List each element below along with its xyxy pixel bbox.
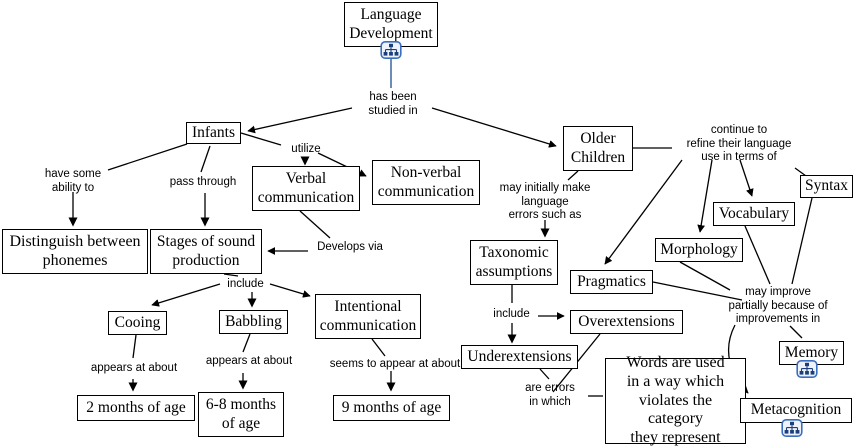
node-syntax[interactable]: Syntax bbox=[800, 175, 853, 198]
node-cooing[interactable]: Cooing bbox=[108, 311, 167, 335]
node-non-verbal-communication[interactable]: Non-verbal communication bbox=[372, 160, 480, 205]
link-label-appears-at-about-babbling: appears at about bbox=[205, 355, 293, 367]
node-babbling[interactable]: Babbling bbox=[219, 310, 288, 334]
node-older-children[interactable]: Older Children bbox=[563, 126, 633, 171]
link-label-appears-at-about-cooing: appears at about bbox=[90, 362, 178, 374]
node-stages-of-sound-production[interactable]: Stages of sound production bbox=[150, 229, 262, 274]
node-language-development[interactable]: Language Development bbox=[344, 2, 438, 47]
node-underextensions[interactable]: Underextensions bbox=[461, 345, 578, 369]
node-infants[interactable]: Infants bbox=[186, 122, 241, 144]
link-label-may-initially-make: may initially make language errors such … bbox=[499, 182, 591, 222]
tree-hierarchy-icon[interactable] bbox=[380, 41, 402, 59]
tree-hierarchy-icon[interactable] bbox=[796, 360, 818, 378]
node-metacognition[interactable]: Metacognition bbox=[740, 398, 852, 423]
node-intentional-communication[interactable]: Intentional communication bbox=[315, 294, 421, 339]
tree-hierarchy-icon[interactable] bbox=[781, 419, 803, 437]
node-verbal-communication[interactable]: Verbal communication bbox=[252, 166, 360, 211]
link-label-pass-through: pass through bbox=[169, 176, 237, 188]
node-words-used-violate-category[interactable]: Words are used in a way which violates t… bbox=[605, 354, 746, 446]
link-label-seems-to-appear-at-about: seems to appear at about bbox=[329, 358, 461, 370]
node-two-months-of-age[interactable]: 2 months of age bbox=[77, 395, 195, 421]
node-distinguish-between-phonemes[interactable]: Distinguish between phonemes bbox=[2, 229, 148, 274]
node-six-to-eight-months-of-age[interactable]: 6-8 months of age bbox=[198, 392, 284, 437]
node-morphology[interactable]: Morphology bbox=[655, 238, 743, 262]
link-label-utilize: utilize bbox=[291, 143, 321, 155]
node-vocabulary[interactable]: Vocabulary bbox=[713, 202, 795, 226]
link-label-has-been-studied-in: has been studied in bbox=[368, 91, 418, 117]
node-pragmatics[interactable]: Pragmatics bbox=[570, 270, 653, 294]
link-label-develops-via: Develops via bbox=[317, 241, 383, 253]
node-overextensions[interactable]: Overextensions bbox=[570, 310, 683, 334]
link-label-have-some-ability-to: have some ability to bbox=[44, 168, 102, 194]
node-nine-months-of-age[interactable]: 9 months of age bbox=[333, 395, 450, 421]
link-label-include-stages: include bbox=[227, 278, 264, 290]
node-taxonomic-assumptions[interactable]: Taxonomic assumptions bbox=[470, 240, 558, 285]
link-label-may-improve-partially: may improve partially because of improve… bbox=[728, 286, 828, 326]
link-label-are-errors-in-which: are errors in which bbox=[525, 382, 575, 408]
link-label-continue-to-refine: continue to refine their language use in… bbox=[686, 124, 792, 164]
link-label-include-taxonomic: include bbox=[493, 308, 530, 320]
